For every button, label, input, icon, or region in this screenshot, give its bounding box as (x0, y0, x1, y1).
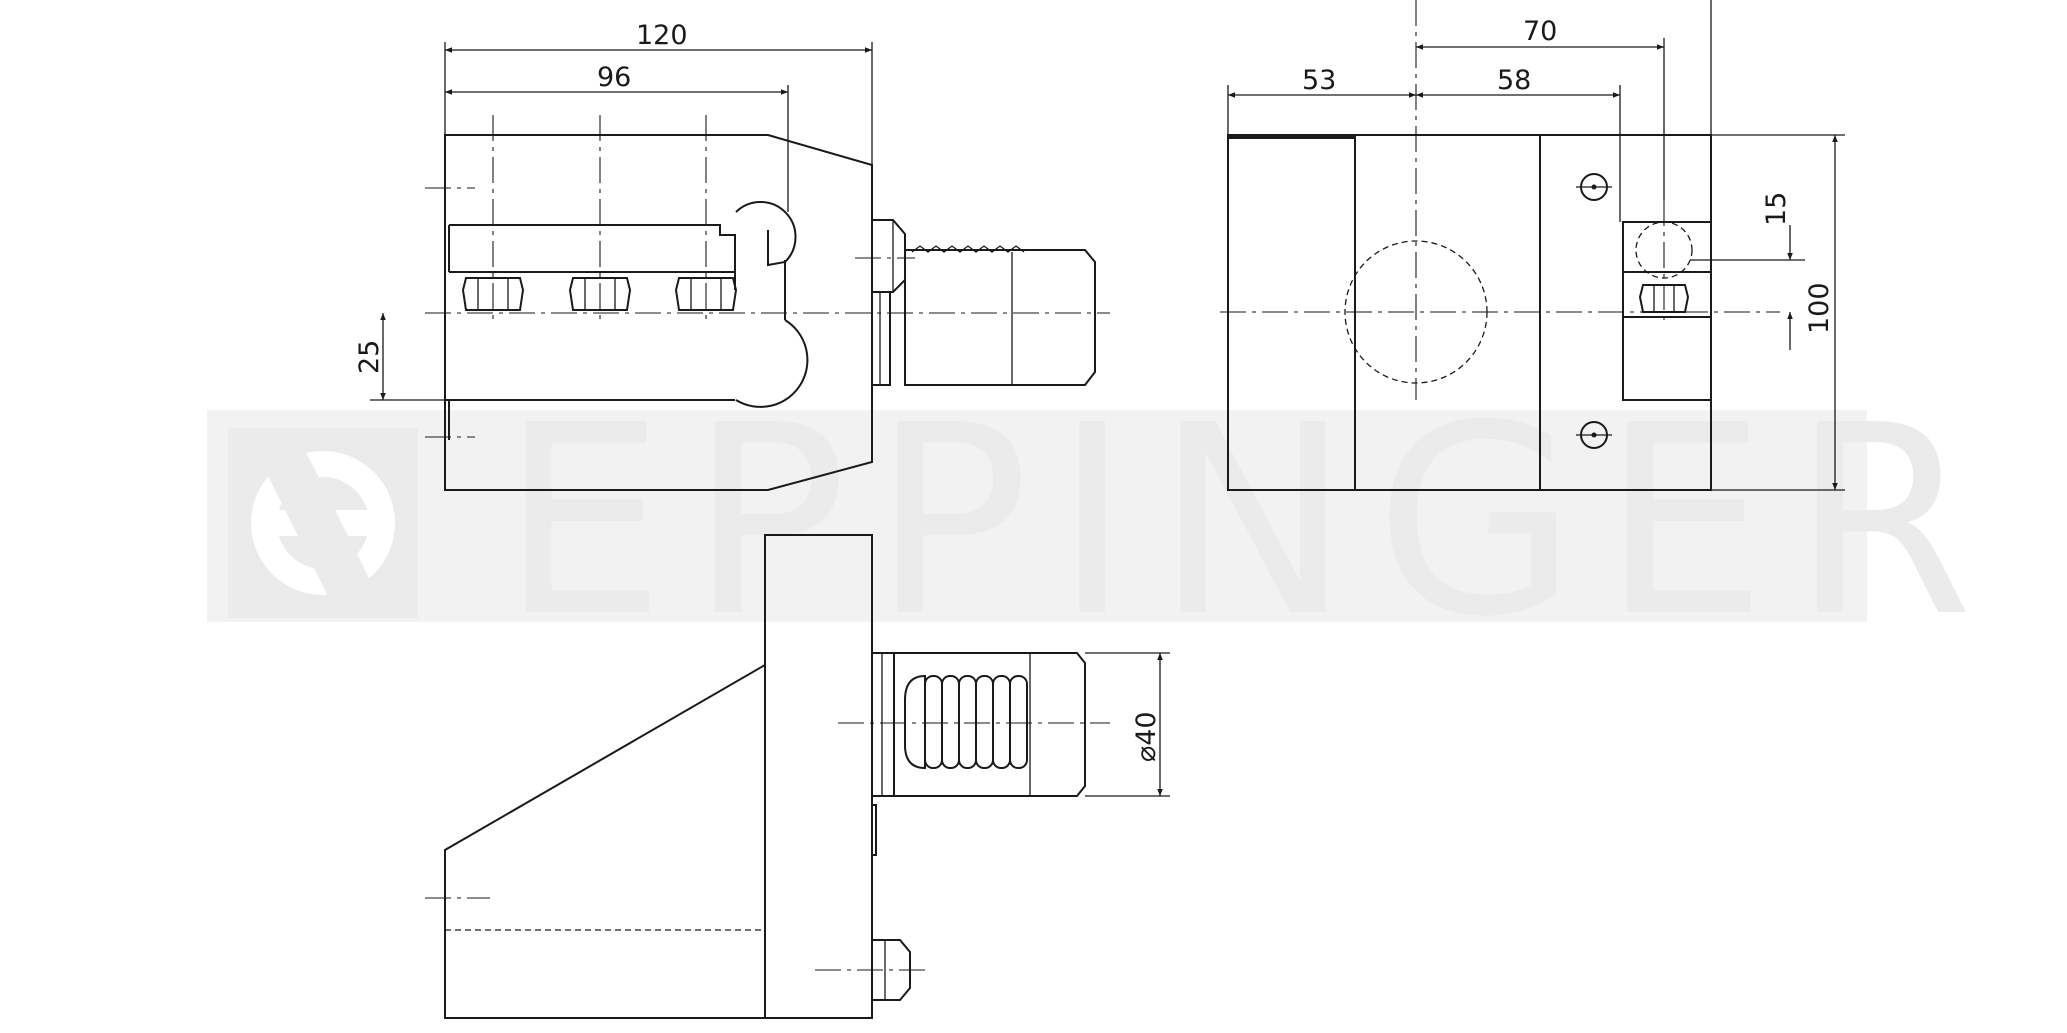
hex-nut-2 (568, 277, 632, 311)
shank-bottom (871, 652, 1086, 797)
bottom-view (425, 534, 1110, 1019)
eppinger-logo-icon (228, 428, 418, 618)
bottom-dimensions: ⌀40 (1085, 652, 1170, 797)
dim-25: 25 (354, 340, 385, 374)
dim-70: 70 (1523, 16, 1557, 47)
watermark-text: EPPINGER (500, 369, 1997, 674)
front-dimensions: 120 96 25 (354, 20, 873, 401)
side-view (1220, 0, 1780, 491)
watermark-band (207, 410, 1867, 622)
mounting-hole-top (1576, 173, 1612, 201)
hex-nut-3 (674, 277, 738, 311)
side-dimensions: 53 58 70 15 100 (1227, 0, 1845, 491)
dim-96: 96 (597, 62, 631, 93)
dim-120: 120 (636, 20, 688, 51)
hex-nut-1 (461, 277, 525, 311)
dim-53: 53 (1302, 65, 1336, 96)
mounting-hole-bottom (1576, 421, 1612, 449)
dim-15: 15 (1761, 192, 1792, 226)
eppinger-watermark: EPPINGER (207, 369, 1997, 674)
clamp-bolt-bottom (871, 939, 911, 1001)
dim-58: 58 (1497, 65, 1531, 96)
tool-pocket (1622, 200, 1711, 401)
clamp-screw (872, 219, 906, 293)
dim-100: 100 (1804, 282, 1835, 334)
dim-diameter-40: ⌀40 (1131, 711, 1162, 762)
front-view (425, 115, 1110, 491)
shank-side (872, 245, 1096, 386)
